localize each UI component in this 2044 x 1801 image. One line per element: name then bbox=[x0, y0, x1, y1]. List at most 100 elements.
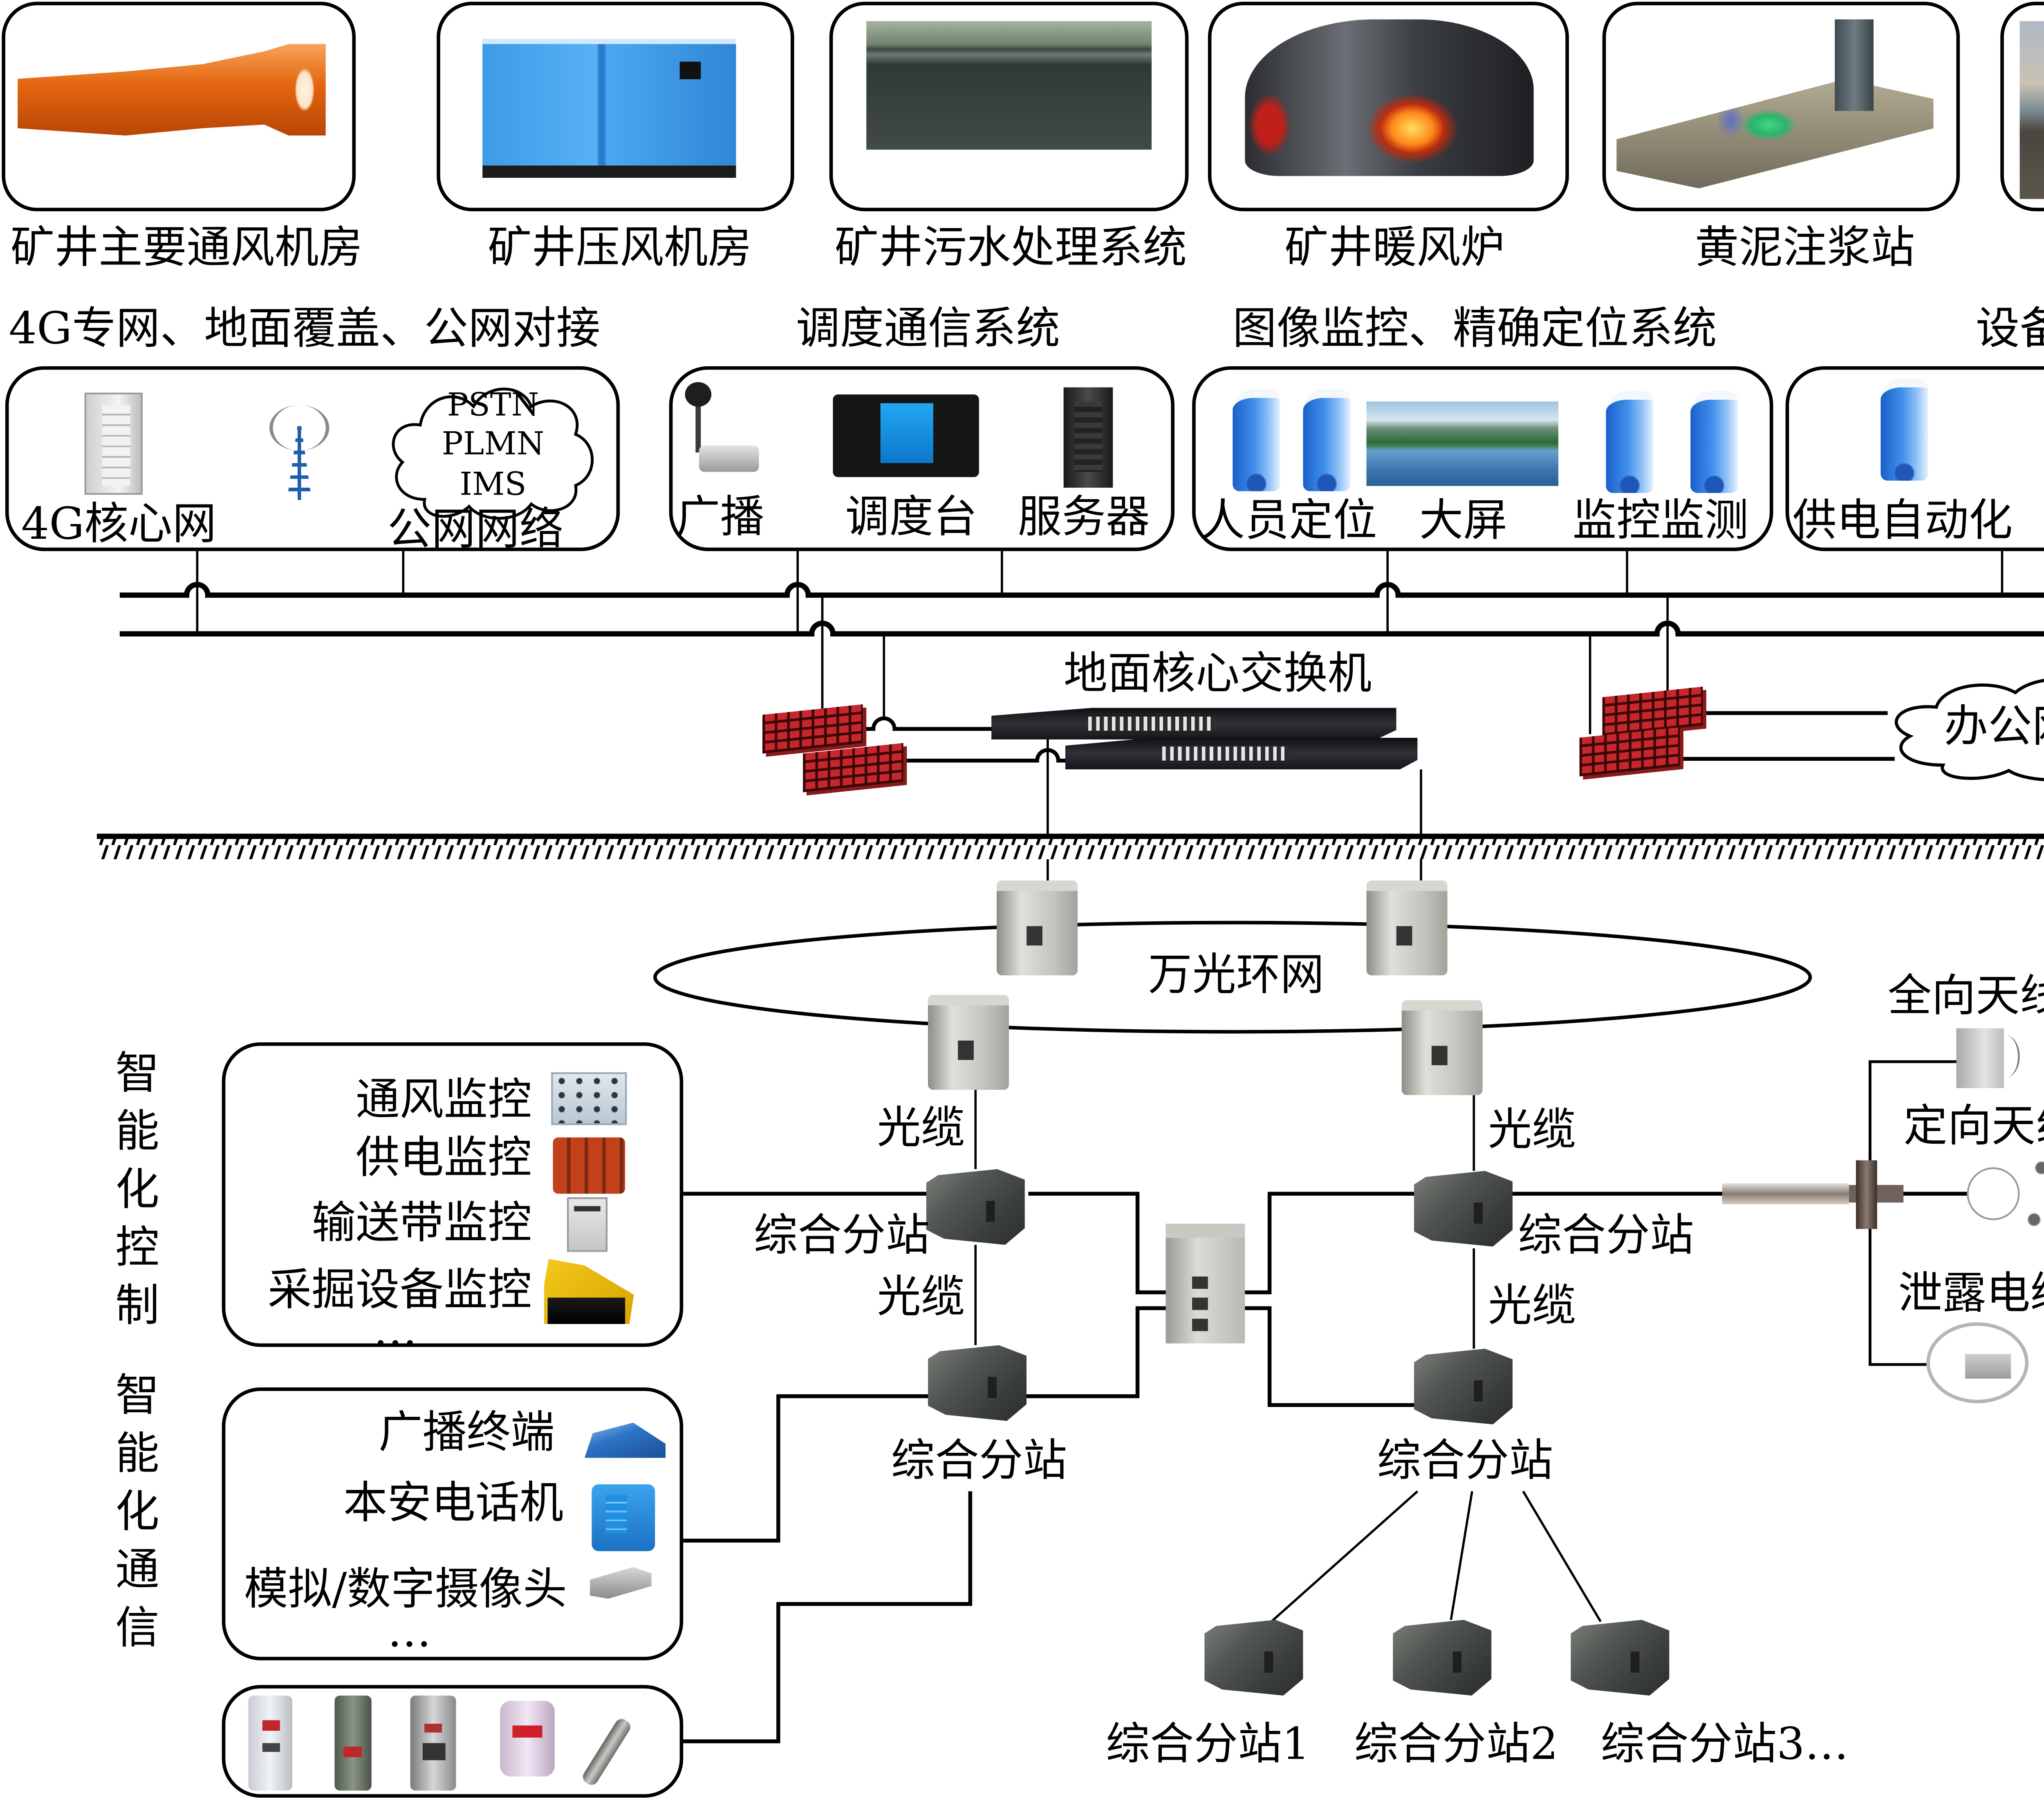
communication-item-label: 本安电话机 bbox=[343, 1477, 564, 1528]
link-left-station-converter-b bbox=[1024, 1306, 1166, 1398]
intelligent-communication-box bbox=[222, 1387, 684, 1660]
antenna-label: 全向天线 bbox=[1887, 970, 2044, 1021]
ring-node-icon bbox=[928, 995, 1009, 1090]
group-heading-video-positioning: 图像监控、精确定位系统 bbox=[1233, 302, 1717, 354]
positioning-base-station-icon bbox=[1233, 389, 1280, 491]
item-label: 广播 bbox=[676, 491, 764, 542]
branch-line-3 bbox=[1522, 1490, 1602, 1622]
sensor-icon bbox=[500, 1700, 555, 1777]
office-network-cloud-outline bbox=[1896, 679, 2044, 780]
facility-card-sewage bbox=[829, 2, 1189, 211]
substation-box-icon bbox=[1393, 1620, 1492, 1696]
substation-box-icon bbox=[928, 1345, 1027, 1421]
fiber-cable-label: 光缆 bbox=[877, 1271, 965, 1322]
intelligent-control-side-label: 智能化控制 bbox=[115, 1047, 159, 1331]
ring-network-label: 万光环网 bbox=[1148, 949, 1325, 1000]
branch-station-label: 综合分站2 bbox=[1354, 1718, 1558, 1770]
link-right-station-converter-b bbox=[1245, 1306, 1419, 1407]
item-label: 4G核心网 bbox=[21, 498, 217, 549]
facility-card-ventilation bbox=[2, 2, 356, 211]
facility-label: 矿井压风机房 bbox=[488, 222, 752, 273]
firewall-to-switch-upper bbox=[863, 716, 995, 731]
antenna-label: 定向天线 bbox=[1903, 1100, 2044, 1152]
intelligent-communication-side-label: 智能化通信 bbox=[115, 1370, 159, 1653]
sensor-icon bbox=[248, 1696, 293, 1791]
item-label: 公网网络 bbox=[387, 503, 564, 555]
core-switch-label: 地面核心交换机 bbox=[1063, 648, 1372, 699]
substation-box-icon bbox=[1204, 1620, 1303, 1696]
directional-antenna-icon bbox=[1967, 1156, 2044, 1231]
branch-line-2 bbox=[1450, 1491, 1473, 1620]
conveyor-monitor-icon bbox=[567, 1197, 608, 1252]
ring-network-ellipse bbox=[653, 921, 1812, 1034]
sensor-icon bbox=[334, 1696, 372, 1791]
branch-line-1 bbox=[1271, 1490, 1419, 1623]
facility-label: 矿井污水处理系统 bbox=[834, 222, 1187, 273]
public-network-cloud-outline bbox=[393, 389, 592, 518]
item-label: 人员定位 bbox=[1201, 495, 1377, 546]
item-label: 大屏 bbox=[1419, 495, 1508, 546]
cloud-text-ims: IMS bbox=[459, 466, 527, 504]
facility-card-heater bbox=[1208, 2, 1569, 211]
lower-bus-line bbox=[119, 620, 2044, 637]
telephone-icon bbox=[592, 1484, 655, 1551]
intelligent-control-box bbox=[222, 1042, 684, 1347]
ring-node-icon bbox=[1366, 880, 1448, 976]
link-communication-box bbox=[683, 1394, 930, 1543]
facility-card-compressor bbox=[437, 2, 794, 211]
more-ellipsis: … bbox=[373, 1304, 417, 1356]
video-wall-icon bbox=[1366, 401, 1559, 486]
fiber-cable-label: 光缆 bbox=[1488, 1280, 1576, 1331]
group-heading-4g-network: 4G专网、地面覆盖、公网对接 bbox=[9, 302, 601, 354]
item-label: 调度台 bbox=[845, 491, 977, 542]
substation-box-icon bbox=[1571, 1620, 1670, 1696]
core-switch-icon bbox=[991, 708, 1396, 740]
monitoring-base-station-icon bbox=[1690, 391, 1738, 493]
substation-box-icon bbox=[1414, 1171, 1513, 1247]
item-label: 服务器 bbox=[1018, 491, 1150, 542]
control-item-label: 采掘设备监控 bbox=[267, 1264, 532, 1315]
communication-item-label: 模拟/数字摄像头 bbox=[244, 1563, 567, 1615]
link-sensor-box bbox=[683, 1491, 973, 1743]
control-item-label: 通风监控 bbox=[356, 1074, 532, 1125]
antenna-label: 泄露电缆 bbox=[1898, 1268, 2044, 1319]
sensor-icon bbox=[410, 1696, 456, 1791]
station-label: 综合分站 bbox=[753, 1210, 930, 1261]
substation-icon bbox=[2019, 21, 2044, 199]
facility-label: 35 kV变电所 bbox=[2000, 225, 2044, 271]
link-left-station-converter-a bbox=[1028, 1192, 1166, 1295]
server-rack-icon bbox=[1063, 387, 1113, 488]
ground-surface-band bbox=[96, 838, 2044, 860]
leaky-cable-icon bbox=[1926, 1322, 2029, 1403]
group-box-4g-network bbox=[5, 366, 620, 551]
dispatch-console-icon bbox=[833, 394, 979, 477]
automation-host-icon bbox=[1880, 379, 1928, 481]
station-label: 综合分站 bbox=[1377, 1435, 1553, 1486]
air-heating-furnace-icon bbox=[1245, 19, 1534, 176]
link-right-station-converter-a bbox=[1245, 1192, 1416, 1295]
desktop-computer-icon bbox=[2037, 405, 2044, 465]
fiber-cable-label: 光缆 bbox=[877, 1102, 965, 1154]
ring-node-icon bbox=[1401, 1000, 1483, 1095]
air-compressor-icon bbox=[482, 38, 736, 178]
ventilation-monitor-icon bbox=[551, 1072, 627, 1125]
core-network-server-icon bbox=[84, 392, 143, 495]
office-network-label: 办公网络 bbox=[1944, 701, 2044, 752]
substation-box-icon bbox=[926, 1169, 1025, 1245]
firewall-to-switch-lower bbox=[903, 748, 1069, 763]
more-ellipsis: … bbox=[387, 1606, 432, 1657]
power-monitor-icon bbox=[553, 1137, 625, 1194]
cloud-text-plmn: PLMN bbox=[442, 426, 545, 463]
positioning-base-station-icon bbox=[1303, 389, 1351, 491]
communication-item-label: 广播终端 bbox=[379, 1407, 555, 1458]
upper-bus-line bbox=[119, 582, 2044, 598]
branch-station-label: 综合分站1 bbox=[1106, 1718, 1310, 1770]
ring-node-icon bbox=[996, 880, 1078, 976]
core-switch-icon bbox=[1065, 737, 1418, 770]
microphone-icon bbox=[674, 382, 766, 474]
substation-box-icon bbox=[1414, 1349, 1513, 1425]
cloud-text-pstn: PSTN bbox=[447, 387, 539, 425]
facility-card-grouting bbox=[1602, 2, 1960, 211]
media-converter-icon bbox=[1165, 1223, 1245, 1344]
